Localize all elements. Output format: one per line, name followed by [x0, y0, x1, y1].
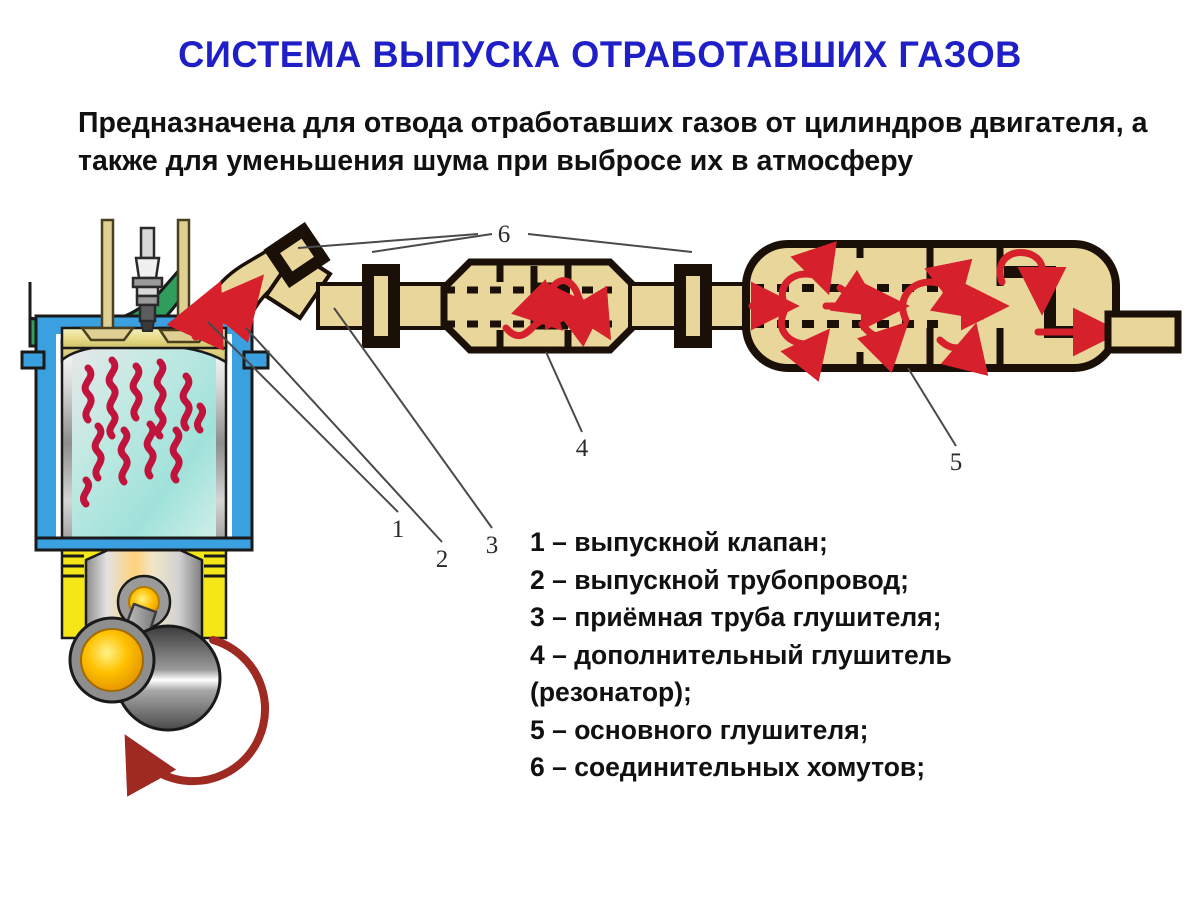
legend-item-3: 3 – приёмная труба глушителя; — [530, 602, 942, 632]
callout-1: 1 — [392, 516, 405, 543]
callout-5: 5 — [950, 449, 963, 476]
legend-item-5: 5 – основного глушителя; — [530, 714, 869, 745]
resonator — [440, 258, 640, 354]
legend-item-4: 4 – дополнительный глушитель — [530, 639, 952, 670]
clamp-2 — [362, 264, 400, 348]
callout-leaders — [207, 233, 957, 543]
intake-valve — [79, 218, 136, 342]
callout-6: 6 — [498, 221, 511, 248]
exhaust-gas-swirls — [79, 356, 207, 508]
legend-item-2: 2 – выпускной трубопровод; — [530, 564, 909, 595]
rotation-arrow — [124, 636, 270, 797]
intro-paragraph: Предназначена для отвода отработавших га… — [78, 107, 1148, 177]
clamp-1 — [263, 221, 331, 289]
port-flow-arrows — [166, 274, 265, 351]
crankshaft — [68, 616, 270, 797]
callout-3: 3 — [486, 532, 499, 559]
exhaust-pipeline — [263, 221, 1182, 382]
spark-plug — [131, 226, 164, 332]
legend-list: 1 – выпускной клапан; 2 – выпускной труб… — [530, 524, 1150, 787]
main-muffler — [742, 240, 1122, 382]
tail-pipe — [1104, 310, 1182, 354]
callout-2: 2 — [436, 546, 449, 573]
clamp-3 — [674, 264, 712, 348]
exhaust-system-diagram: 6 1 2 3 4 5 — [20, 218, 1182, 797]
page-title: СИСТЕМА ВЫПУСКА ОТРАБОТАВШИХ ГАЗОВ — [178, 34, 1022, 75]
legend-item-6: 6 – соединительных хомутов; — [530, 752, 926, 782]
combustion-chamber — [60, 326, 228, 548]
legend-item-4-cont: (резонатор); — [530, 677, 692, 707]
legend-item-1: 1 – выпускной клапан; — [530, 527, 828, 557]
callout-4: 4 — [576, 435, 589, 462]
engine-cylinder-assembly — [20, 218, 307, 797]
callout-numbers: 6 1 2 3 4 5 — [392, 221, 963, 573]
